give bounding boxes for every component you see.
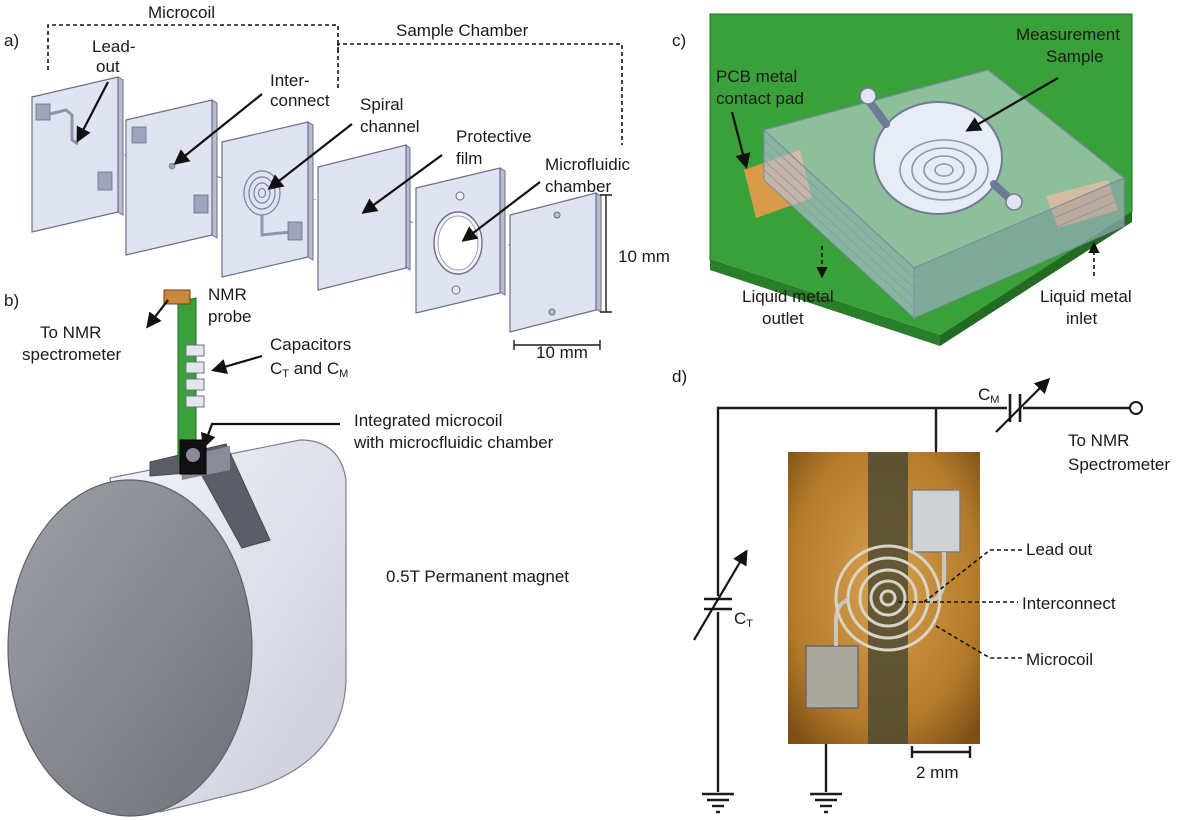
cap-and-text: and C — [289, 359, 339, 378]
nmr-probe-label-2: probe — [208, 307, 251, 326]
integrated-label-1: Integrated microcoil — [354, 411, 502, 430]
sample-chamber-group-label: Sample Chamber — [396, 21, 529, 40]
lead-out-label-2: out — [96, 57, 120, 76]
pcb-pad-arrow — [730, 111, 751, 169]
ground-symbol-right — [810, 792, 842, 814]
to-spectrometer-label-2: Spectrometer — [1068, 455, 1170, 474]
height-dimension-label: 10 mm — [618, 247, 670, 266]
sample-chamber-bracket — [337, 43, 623, 145]
microcoil-bracket — [47, 24, 339, 70]
panel-d: d) CM CT To NMR Spectrometer — [672, 367, 1170, 814]
cm-label: CM — [978, 385, 999, 406]
film-arrow — [361, 154, 443, 214]
spiral-label-2: channel — [360, 117, 420, 136]
panel-b-label: b) — [4, 291, 19, 310]
inlet-label-2: inlet — [1066, 309, 1097, 328]
cm-sub: M — [990, 394, 999, 406]
interconnect-label: Interconnect — [1022, 594, 1116, 613]
measurement-arrow — [965, 77, 1059, 132]
circuit-main-wire — [716, 406, 1136, 792]
ct-subscript: T — [282, 368, 289, 380]
photo-spiral-coil — [834, 544, 942, 652]
microcoil-group-label: Microcoil — [148, 3, 215, 22]
lead-out-leader — [923, 549, 1022, 603]
width-dimension — [513, 340, 601, 350]
cm-subscript: M — [339, 368, 348, 380]
panel-a-label: a) — [4, 31, 19, 50]
interconnect-label-1: Inter- — [270, 71, 310, 90]
integrated-arrow — [200, 422, 340, 449]
to-nmr-label-2: spectrometer — [22, 345, 122, 364]
ct-label: CT — [734, 609, 753, 630]
lead-out-label: Lead out — [1026, 540, 1092, 559]
interconnect-arrow — [173, 93, 263, 165]
measurement-label-2: Sample — [1046, 47, 1104, 66]
height-dimension — [600, 194, 612, 313]
panel-b: b) 0.5T Permanent magnet NMR probe To NM… — [4, 285, 569, 817]
microcoil-leader — [935, 625, 1022, 659]
ct-letter-d: C — [734, 609, 746, 628]
lead-out-label-1: Lead- — [92, 37, 135, 56]
nmr-probe-label-1: NMR — [208, 285, 247, 304]
sma-connector — [163, 289, 191, 305]
permanent-magnet — [7, 439, 347, 817]
nmr-probe-pcb — [163, 289, 207, 475]
chamber-label-2: chamber — [545, 177, 611, 196]
cm-letter: C — [978, 385, 990, 404]
panel-c: c) — [672, 13, 1133, 346]
spiral-label-1: Spiral — [360, 95, 403, 114]
photo-lead-out-pad — [911, 489, 961, 553]
plate-lead-out — [31, 76, 124, 233]
capacitor-ct — [693, 549, 748, 641]
magnet-label: 0.5T Permanent magnet — [386, 567, 569, 586]
scale-bar-label: 2 mm — [916, 763, 959, 782]
outlet-label-1: Liquid metal — [742, 287, 834, 306]
panel-d-label: d) — [672, 367, 687, 386]
measurement-label-1: Measurement — [1016, 25, 1120, 44]
plate-cover — [509, 192, 602, 333]
microcoil-photo — [788, 452, 980, 744]
film-label-1: Protective — [456, 127, 532, 146]
ct-sub-d: T — [746, 618, 753, 630]
to-nmr-arrow — [146, 299, 169, 329]
integrated-label-2: with microcfluidic chamber — [353, 433, 554, 452]
chamber-arrow — [461, 181, 541, 242]
capacitors-label: Capacitors — [270, 335, 351, 354]
capacitors-arrow — [211, 354, 263, 374]
plate-microfluidic-chamber — [415, 167, 506, 314]
to-spectrometer-label-1: To NMR — [1068, 431, 1129, 450]
pcb-pad-label-2: contact pad — [716, 89, 804, 108]
outlet-label-2: outlet — [762, 309, 804, 328]
plate-protective-film — [317, 144, 411, 291]
photo-dark-strip — [868, 452, 908, 744]
film-label-2: film — [456, 149, 482, 168]
photo-contact-pad — [805, 645, 859, 709]
ground-symbol-left — [702, 792, 734, 814]
spiral-arrow — [267, 123, 353, 190]
scale-bar — [910, 746, 972, 758]
inlet-label-1: Liquid metal — [1040, 287, 1132, 306]
to-nmr-label-1: To NMR — [40, 323, 101, 342]
capacitor-cm — [995, 377, 1051, 433]
capacitors-subtext: CT and CM — [270, 359, 348, 380]
pcb-pad-label-1: PCB metal — [716, 67, 797, 86]
plate-interconnect — [125, 99, 218, 256]
interconnect-label-2: connect — [270, 91, 330, 110]
width-dimension-label: 10 mm — [536, 343, 588, 362]
lead-out-arrow — [76, 81, 109, 143]
ct-letter: C — [270, 359, 282, 378]
panel-c-label: c) — [672, 31, 686, 50]
chamber-label-1: Microfluidic — [545, 155, 631, 174]
microcoil-label: Microcoil — [1026, 650, 1093, 669]
panel-a: a) Microcoil Sample Chamber — [4, 3, 670, 362]
plate-spiral-channel — [221, 121, 314, 278]
output-terminal — [1129, 401, 1143, 415]
